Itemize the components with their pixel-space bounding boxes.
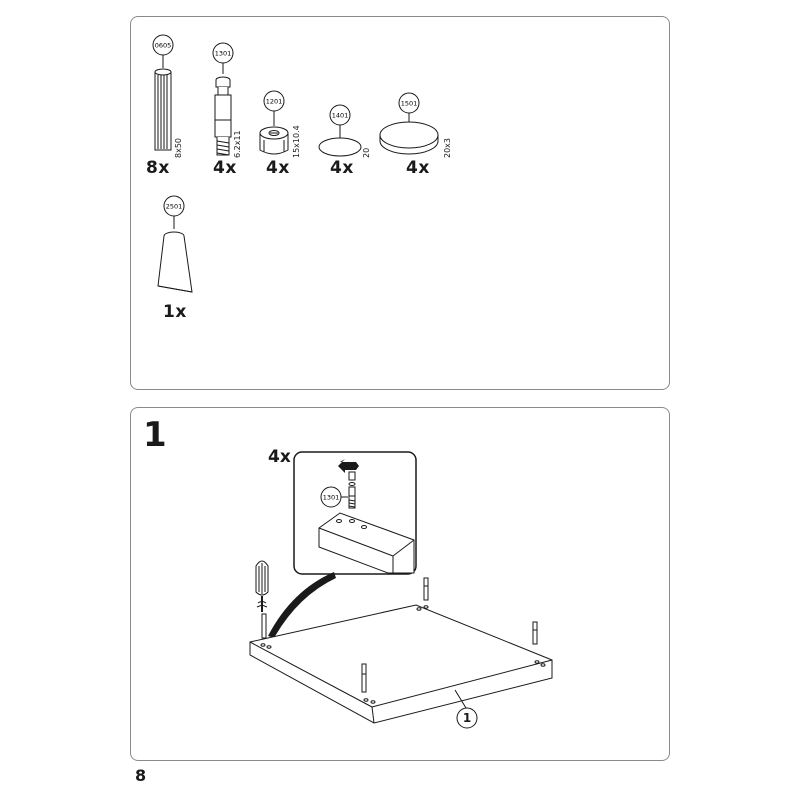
part-code-1401: 1401	[332, 112, 349, 120]
detail-board	[318, 471, 415, 574]
dim-1501: 20x3	[443, 137, 452, 158]
part-code-1201: 1201	[266, 98, 283, 106]
callout-pointer	[268, 572, 336, 638]
glue-tube-illustration	[157, 195, 193, 293]
dowel-illustration	[152, 34, 174, 151]
part-code-1501: 1501	[401, 100, 418, 108]
panel-label-bubble	[454, 689, 478, 729]
dim-1401: 20	[362, 147, 371, 158]
main-board	[249, 604, 553, 724]
qty-0605: 8x	[146, 158, 170, 178]
part-code-2501: 2501	[166, 203, 183, 211]
panel-label: 1	[462, 711, 472, 725]
step-number: 1	[143, 415, 167, 455]
cam-bolt-illustration	[212, 42, 234, 156]
bolts	[261, 577, 538, 693]
qty-2501: 1x	[163, 302, 187, 322]
qty-1301: 4x	[213, 158, 237, 178]
part-code-0605: 0605	[155, 42, 172, 50]
page-number: 8	[135, 766, 147, 785]
qty-1201: 4x	[266, 158, 290, 178]
rotate-arrow-icon	[338, 459, 359, 473]
dim-1201: 15x10.4	[292, 125, 301, 158]
part-code-1301: 1301	[215, 50, 232, 58]
qty-1401: 4x	[330, 158, 354, 178]
round-pad-illustration	[379, 92, 439, 155]
dim-1301: 6.2x11	[233, 130, 242, 158]
step-quantity: 4x	[268, 447, 291, 467]
detail-code-1301: 1301	[323, 494, 340, 502]
felt-pad-illustration	[318, 104, 362, 157]
dim-0605: 8x50	[174, 137, 183, 158]
qty-1501: 4x	[406, 158, 430, 178]
cam-lock-illustration	[259, 90, 289, 155]
screwdriver-icon	[255, 560, 269, 612]
